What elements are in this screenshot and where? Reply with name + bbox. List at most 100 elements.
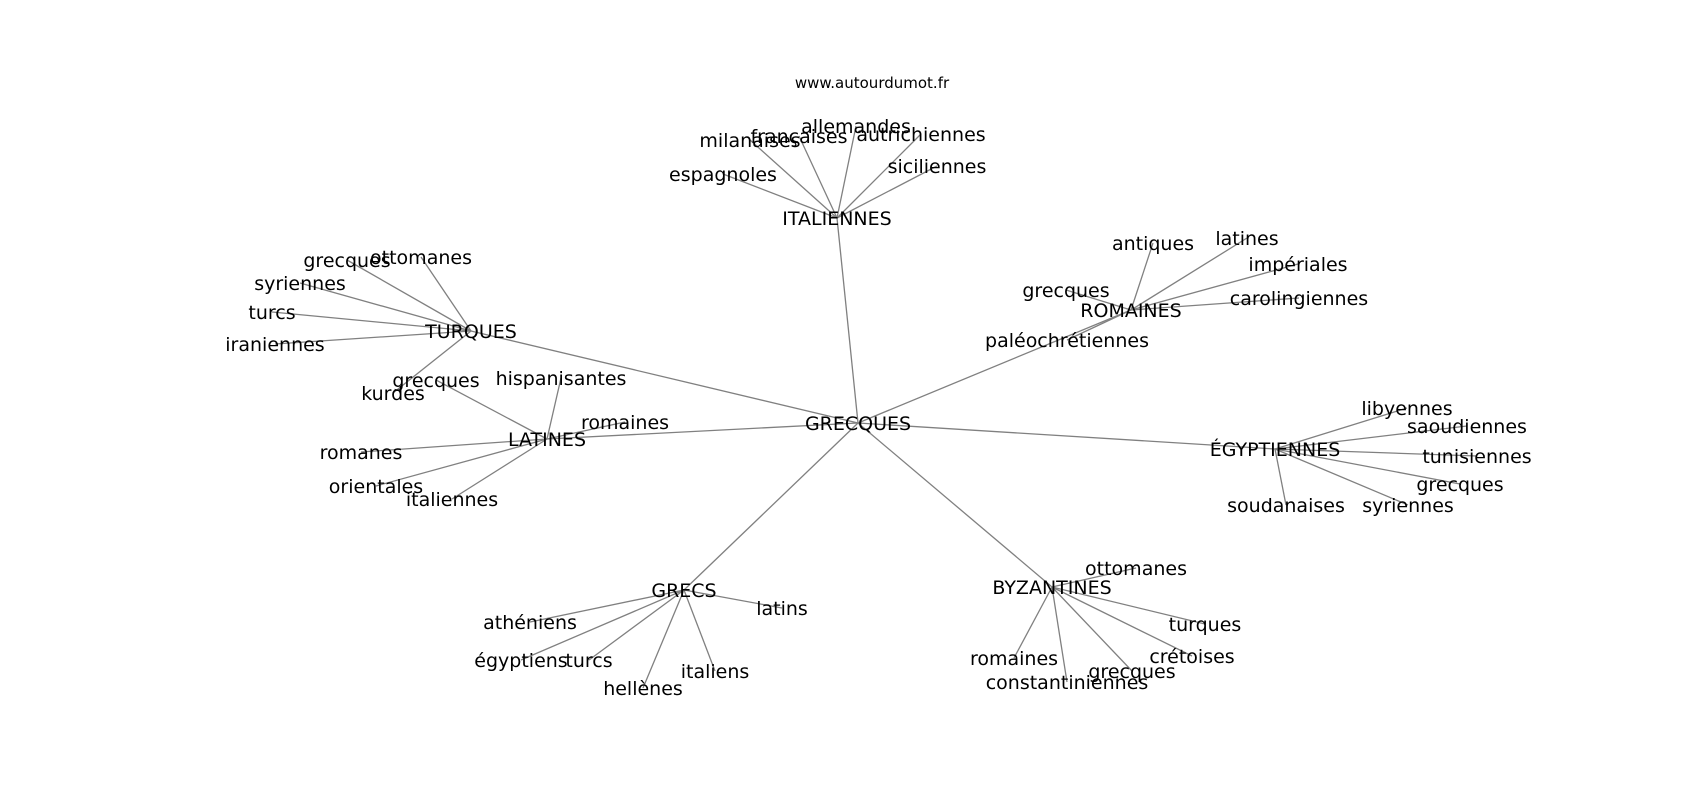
node-leaf-tunisiennes: tunisiennes <box>1422 446 1531 468</box>
edge-turques-syriennes <box>299 282 472 332</box>
edge-byzantines-ottomanes <box>1051 567 1137 588</box>
node-hub-byzantines: BYZANTINES <box>992 577 1111 599</box>
node-leaf-kurdes: kurdes <box>361 383 425 405</box>
edge-italiennes-milanaises <box>749 139 838 219</box>
node-hub-turques: TURQUES <box>424 321 517 343</box>
edge-center-italiennes <box>836 217 859 424</box>
edge-latines-hispanisantes <box>546 377 562 440</box>
edge-byzantines-cretoises <box>1051 586 1193 657</box>
edge-center-romaines <box>857 309 1132 424</box>
edge-romaines-latines <box>1130 237 1248 311</box>
edge-turques-ottomanes <box>420 256 472 332</box>
edge-grecs-atheniens <box>529 589 685 623</box>
node-hub-latines: LATINES <box>508 429 586 451</box>
node-leaf-grecques: grecques <box>303 250 390 272</box>
edge-latines-romanes <box>360 438 548 453</box>
node-leaf-constantiniennes: constantiniennes <box>986 672 1149 694</box>
edge-italiennes-francaises <box>798 135 838 219</box>
edge-romaines-antiques <box>1130 242 1154 311</box>
edge-egyptiennes-syriennes <box>1274 448 1409 506</box>
edge-latines-italiennes <box>451 438 548 500</box>
node-leaf-cretoises: crétoises <box>1149 646 1234 668</box>
edge-center-turques <box>470 330 859 424</box>
node-leaf-hispanisantes: hispanisantes <box>496 368 627 390</box>
edge-italiennes-siciliennes <box>836 165 938 219</box>
node-leaf-hellenes: hellènes <box>603 678 683 700</box>
node-leaf-romanes: romanes <box>320 442 403 464</box>
edge-grecs-egyptiens <box>520 589 685 661</box>
node-leaf-turcs: turcs <box>565 650 612 672</box>
node-leaf-siciliennes: siciliennes <box>888 156 987 178</box>
node-leaf-paleochretiennes: paléochrétiennes <box>985 330 1149 352</box>
edge-egyptiennes-soudanaises <box>1274 448 1287 506</box>
edge-grecs-latins <box>683 589 783 609</box>
edge-italiennes-autrichiennes <box>836 133 922 219</box>
node-leaf-allemandes: allemandes <box>801 116 911 138</box>
node-leaf-saoudiennes: saoudiennes <box>1407 416 1527 438</box>
node-leaf-soudanaises: soudanaises <box>1227 495 1345 517</box>
edge-italiennes-allemandes <box>836 125 857 219</box>
edge-center-egyptiennes <box>857 422 1276 450</box>
node-leaf-francaises: françaises <box>750 126 847 148</box>
node-leaf-atheniens: athéniens <box>483 612 577 634</box>
node-hub-grecs: GRECS <box>651 580 716 602</box>
edge-byzantines-turques <box>1051 586 1206 625</box>
node-leaf-ottomanes: ottomanes <box>1085 558 1187 580</box>
node-leaf-italiens: italiens <box>681 661 750 683</box>
node-leaf-latins: latins <box>756 598 808 620</box>
node-leaf-orientales: orientales <box>329 476 423 498</box>
node-leaf-latines: latines <box>1215 228 1278 250</box>
node-leaf-romaines: romaines <box>581 412 669 434</box>
node-leaf-italiennes: italiennes <box>406 489 498 511</box>
node-center-label: GRECQUES <box>805 413 911 435</box>
edge-center-byzantines <box>857 422 1053 588</box>
edge-italiennes-espagnoles <box>722 173 838 219</box>
node-leaf-antiques: antiques <box>1112 233 1194 255</box>
edge-byzantines-grecques <box>1051 586 1133 672</box>
node-leaf-turcs: turcs <box>248 302 295 324</box>
graph-edges <box>271 125 1478 689</box>
edge-center-latines <box>546 422 859 440</box>
node-leaf-syriennes: syriennes <box>254 273 346 295</box>
edge-egyptiennes-saoudiennes <box>1274 425 1468 450</box>
node-leaf-ottomanes: ottomanes <box>370 247 472 269</box>
node-leaf-egyptiens: égyptiens <box>474 650 567 672</box>
edge-egyptiennes-grecques <box>1274 448 1461 485</box>
edge-romaines-imperiales <box>1130 263 1299 311</box>
edge-byzantines-constantiniennes <box>1051 586 1068 683</box>
node-leaf-romaines: romaines <box>970 648 1058 670</box>
node-leaf-autrichiennes: autrichiennes <box>856 124 985 146</box>
edge-byzantines-romaines <box>1013 586 1053 659</box>
edge-turques-turcs <box>271 311 472 332</box>
node-leaf-milanaises: milanaises <box>699 130 800 152</box>
node-leaf-grecques: grecques <box>1088 661 1175 683</box>
edge-turques-grecques <box>346 259 472 332</box>
edge-romaines-carolingiennes <box>1130 297 1300 311</box>
site-url: www.autourdumot.fr <box>795 74 950 92</box>
node-leaf-carolingiennes: carolingiennes <box>1230 288 1368 310</box>
edge-latines-grecques <box>435 379 548 440</box>
edge-romaines-grecques <box>1065 289 1132 311</box>
edge-grecs-turcs <box>588 589 685 661</box>
edge-romaines-paleochretiennes <box>1066 309 1132 341</box>
edge-latines-orientales <box>375 438 548 487</box>
node-leaf-turques: turques <box>1169 614 1242 636</box>
edge-grecs-italiens <box>683 589 716 672</box>
edge-turques-iraniennes <box>274 330 472 345</box>
node-leaf-imperiales: impériales <box>1248 254 1347 276</box>
edge-latines-romaines <box>546 421 626 440</box>
graph-labels: www.autourdumot.fr GRECQUESITALIENNESesp… <box>225 74 1531 700</box>
edge-turques-kurdes <box>392 330 472 394</box>
node-hub-romaines: ROMAINES <box>1080 300 1181 322</box>
edge-center-grecs <box>683 422 859 591</box>
edge-egyptiennes-tunisiennes <box>1274 448 1478 457</box>
node-leaf-libyennes: libyennes <box>1361 398 1452 420</box>
node-hub-italiennes: ITALIENNES <box>782 208 891 230</box>
node-leaf-syriennes: syriennes <box>1362 495 1454 517</box>
node-leaf-grecques: grecques <box>1416 474 1503 496</box>
node-hub-egyptiennes: ÉGYPTIENNES <box>1210 438 1341 461</box>
node-leaf-grecques: grecques <box>392 370 479 392</box>
edge-egyptiennes-libyennes <box>1274 407 1408 450</box>
node-leaf-iraniennes: iraniennes <box>225 334 324 356</box>
